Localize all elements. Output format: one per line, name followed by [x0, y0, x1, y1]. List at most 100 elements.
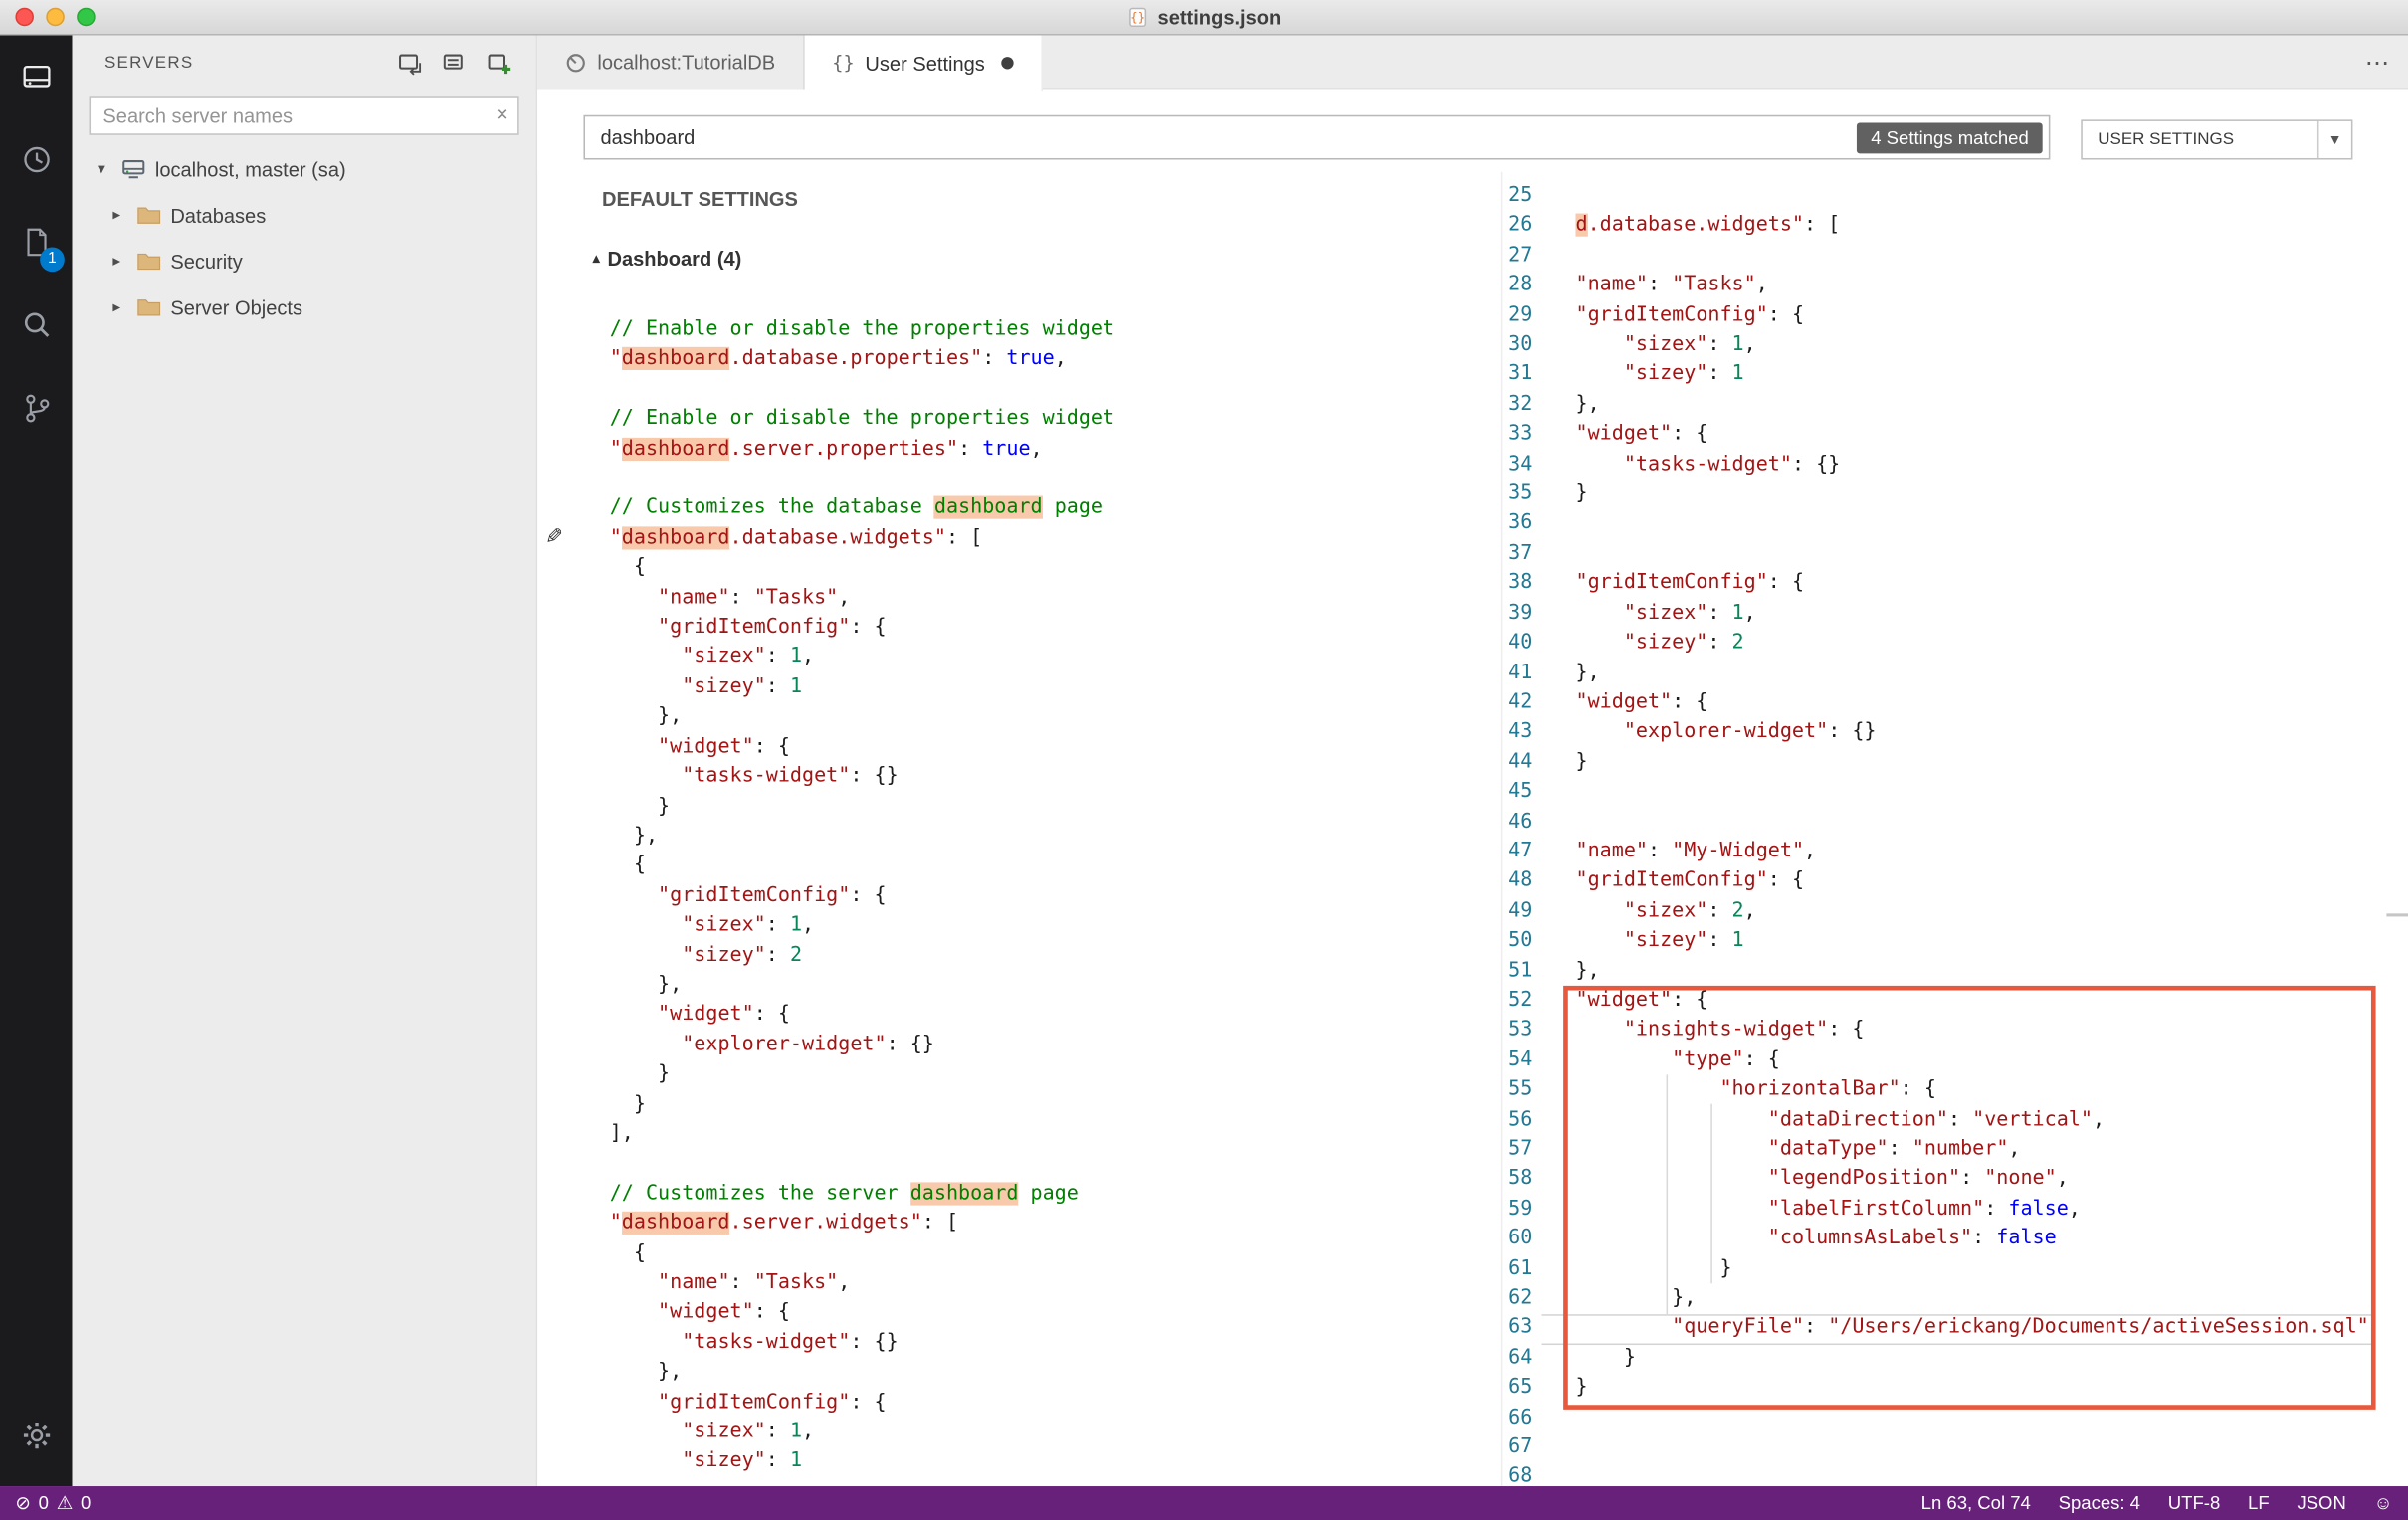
- code-line[interactable]: "gridItemConfig": {: [658, 883, 887, 907]
- code-line-65[interactable]: 65}: [1502, 1373, 2386, 1403]
- code-line[interactable]: "sizey": 1: [682, 1449, 803, 1473]
- new-connection-icon[interactable]: [398, 50, 423, 75]
- code-line[interactable]: ],: [609, 1122, 634, 1146]
- code-line[interactable]: "name": "Tasks",: [658, 586, 851, 610]
- code-line-47[interactable]: 47"name": "My-Widget",: [1502, 837, 2386, 866]
- tab-localhost-tutorialdb[interactable]: localhost:TutorialDB: [537, 35, 805, 90]
- code-line[interactable]: // Customizes the database dashboard pag…: [609, 496, 1104, 520]
- server-search-input[interactable]: [89, 96, 519, 135]
- code-line[interactable]: {: [609, 1241, 646, 1265]
- code-line-62[interactable]: 62 },: [1502, 1283, 2386, 1313]
- code-line-44[interactable]: 44}: [1502, 747, 2386, 777]
- code-line[interactable]: }: [609, 1062, 671, 1086]
- tab-user-settings[interactable]: {} User Settings: [804, 35, 1044, 92]
- code-line[interactable]: "sizex": 1,: [682, 1420, 815, 1443]
- clear-search-icon[interactable]: ×: [496, 100, 508, 126]
- code-line-34[interactable]: 34 "tasks-widget": {}: [1502, 450, 2386, 479]
- code-line-43[interactable]: 43 "explorer-widget": {}: [1502, 717, 2386, 747]
- close-window-button[interactable]: [15, 7, 34, 27]
- error-icon[interactable]: ⊘: [15, 1492, 31, 1514]
- warning-count[interactable]: 0: [81, 1492, 92, 1514]
- activity-source-control[interactable]: [0, 367, 73, 450]
- code-line[interactable]: "sizex": 1,: [682, 913, 815, 937]
- code-line[interactable]: "gridItemConfig": {: [658, 616, 887, 640]
- code-line-53[interactable]: 53 "insights-widget": {: [1502, 1016, 2386, 1045]
- warning-icon[interactable]: ⚠: [56, 1492, 74, 1514]
- code-line[interactable]: "name": "Tasks",: [658, 1270, 851, 1295]
- code-line-50[interactable]: 50 "sizey": 1: [1502, 926, 2386, 956]
- code-line[interactable]: {: [609, 854, 646, 877]
- code-line-42[interactable]: 42"widget": {: [1502, 687, 2386, 717]
- code-line[interactable]: "explorer-widget": {}: [682, 1033, 934, 1056]
- code-line[interactable]: [537, 374, 1501, 404]
- indentation-setting[interactable]: Spaces: 4: [2058, 1492, 2140, 1514]
- activity-manage[interactable]: [0, 1394, 73, 1476]
- code-line[interactable]: "dashboard.server.properties": true,: [609, 437, 1043, 461]
- code-line[interactable]: }: [609, 794, 671, 818]
- settings-scope-dropdown[interactable]: USER SETTINGS ▼: [2081, 119, 2353, 160]
- zoom-window-button[interactable]: [77, 7, 96, 27]
- code-line[interactable]: "dashboard.database.properties": true,: [609, 347, 1067, 371]
- code-line[interactable]: },: [609, 704, 683, 729]
- code-line[interactable]: }: [609, 1092, 646, 1116]
- tree-item-databases[interactable]: ▸ Databases: [73, 192, 536, 238]
- activity-connections[interactable]: [0, 35, 73, 117]
- code-line-45[interactable]: 45: [1502, 777, 2386, 807]
- code-line[interactable]: "widget": {: [658, 1003, 790, 1027]
- chevron-right-icon[interactable]: ▸: [112, 252, 121, 270]
- code-line-64[interactable]: 64 }: [1502, 1343, 2386, 1373]
- code-line-46[interactable]: 46: [1502, 807, 2386, 837]
- code-line-32[interactable]: 32},: [1502, 390, 2386, 420]
- minimize-window-button[interactable]: [46, 7, 65, 27]
- code-line-67[interactable]: 67: [1502, 1432, 2386, 1462]
- code-line-51[interactable]: 51},: [1502, 956, 2386, 986]
- code-line-68[interactable]: 68: [1502, 1462, 2386, 1486]
- more-actions-icon[interactable]: ⋯: [2364, 50, 2390, 77]
- code-line-57[interactable]: 57 "dataType": "number",: [1502, 1135, 2386, 1165]
- settings-search-input[interactable]: [585, 125, 1858, 149]
- activity-search[interactable]: [0, 285, 73, 367]
- code-line[interactable]: "dashboard.server.widgets": [: [609, 1212, 959, 1235]
- code-line[interactable]: "widget": {: [658, 1300, 790, 1325]
- code-line[interactable]: [537, 1149, 1501, 1179]
- chevron-right-icon[interactable]: ▸: [112, 206, 121, 224]
- code-line-60[interactable]: 60 "columnsAsLabels": false: [1502, 1224, 2386, 1253]
- activity-explorer[interactable]: 1: [0, 201, 73, 284]
- code-line-39[interactable]: 39 "sizex": 1,: [1502, 598, 2386, 628]
- chevron-down-icon[interactable]: ▾: [97, 160, 105, 178]
- code-line[interactable]: [537, 464, 1501, 493]
- code-line[interactable]: "widget": {: [658, 734, 790, 758]
- feedback-smiley-icon[interactable]: ☺: [2373, 1492, 2393, 1514]
- code-line[interactable]: {: [609, 556, 646, 580]
- code-line-52[interactable]: 52"widget": {: [1502, 986, 2386, 1016]
- add-server-icon[interactable]: [487, 50, 511, 75]
- code-line[interactable]: // Enable or disable the properties widg…: [609, 407, 1115, 431]
- code-line[interactable]: "dashboard.database.widgets": [: [609, 526, 983, 550]
- code-line[interactable]: // Enable or disable the properties widg…: [609, 317, 1115, 341]
- code-line-28[interactable]: 28"name": "Tasks",: [1502, 271, 2386, 300]
- code-line[interactable]: },: [609, 1360, 683, 1384]
- code-line[interactable]: },: [609, 824, 659, 848]
- tree-item-security[interactable]: ▸ Security: [73, 238, 536, 284]
- activity-task-history[interactable]: [0, 118, 73, 201]
- code-line[interactable]: },: [609, 973, 683, 997]
- code-line[interactable]: "sizey": 2: [682, 943, 803, 967]
- encoding[interactable]: UTF-8: [2167, 1492, 2221, 1514]
- code-line-49[interactable]: 49 "sizex": 2,: [1502, 896, 2386, 926]
- code-line-38[interactable]: 38"gridItemConfig": {: [1502, 569, 2386, 599]
- scrollbar[interactable]: [2386, 913, 2408, 917]
- cursor-position[interactable]: Ln 63, Col 74: [1920, 1492, 2031, 1514]
- code-line-36[interactable]: 36: [1502, 509, 2386, 539]
- chevron-right-icon[interactable]: ▸: [112, 298, 121, 316]
- code-line-61[interactable]: 61 }: [1502, 1253, 2386, 1283]
- tree-item-server-objects[interactable]: ▸ Server Objects: [73, 285, 536, 330]
- tree-item-localhost[interactable]: ▾ localhost, master (sa): [73, 146, 536, 192]
- code-line[interactable]: "tasks-widget": {}: [682, 1330, 899, 1355]
- code-line-25[interactable]: 25: [1502, 181, 2386, 211]
- language-mode[interactable]: JSON: [2297, 1492, 2346, 1514]
- code-line[interactable]: "sizex": 1,: [682, 645, 815, 669]
- code-line-27[interactable]: 27: [1502, 241, 2386, 271]
- code-line-54[interactable]: 54 "type": {: [1502, 1045, 2386, 1075]
